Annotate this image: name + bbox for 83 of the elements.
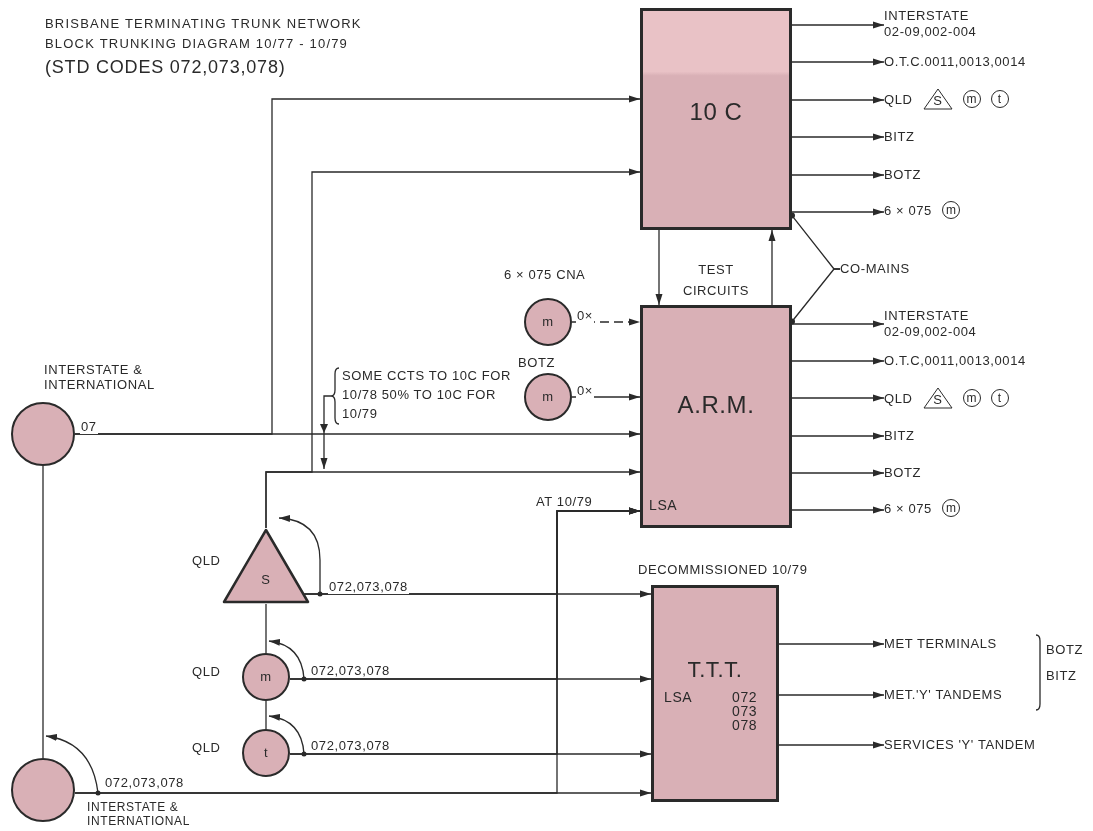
node-caption: BOTZ [518,355,556,370]
arrow [571,393,641,401]
exchange-box [640,8,792,230]
arrow [791,432,885,440]
arrow [791,171,885,179]
arrow [791,133,885,141]
destination-label: 6 × 075 [884,500,932,516]
destination-label: SERVICES 'Y' TANDEM [884,737,1054,753]
arrow [778,741,885,749]
destination-label: INTERSTATE 02-09,002-004 [884,8,979,40]
arrow [74,789,652,797]
triangle-symbol: S [922,88,953,110]
arrow [571,318,641,326]
arrow [655,229,663,306]
exchange-name: 10 C [688,99,744,125]
destination-label: O.T.C,0011,0013,0014 [884,353,1054,369]
destination-label: BITZ [884,129,944,145]
arrow [265,468,641,529]
arrow [791,394,885,402]
edge-label: 072,073,078 [104,776,185,790]
arrow [791,506,885,514]
subtitle: (STD CODES 072,073,078) [45,56,286,78]
destination-label: QLD [884,390,913,406]
code-list: 072 073 078 [732,690,762,732]
arrow [778,640,885,648]
destination-label: BOTZ [884,465,944,481]
node-letter: m [541,389,555,404]
node-heading: INTERSTATE & INTERNATIONAL [87,800,191,828]
arrow [791,208,885,216]
diagram-title: BRISBANE TERMINATING TRUNK NETWORK [45,16,362,31]
arrow [791,469,885,477]
signal-label: BITZ [1046,668,1077,683]
destination-label: 6 × 075 [884,202,932,218]
note-text: TEST CIRCUITS [681,261,751,300]
arrow [74,430,641,438]
edge-label: 07 [80,420,98,434]
arrow [791,58,885,66]
status-note: DECOMMISSIONED 10/79 [638,562,808,577]
node-caption: 6 × 075 CNA [504,267,586,282]
node-letter: m [259,669,273,684]
exchange-name: A.R.M. [676,392,756,418]
exchange-name: T.T.T. [686,658,744,682]
arrow [778,691,885,699]
area-label: LSA [649,498,678,513]
destination-label: MET TERMINALS [884,636,1024,652]
arrow [791,96,885,104]
note-text: SOME CCTS TO 10C FOR 10/78 50% TO 10C FOR 10/79 [342,367,512,423]
exchange-circle [524,373,572,421]
destination-label: BOTZ [884,167,944,183]
edge-label: 072,073,078 [310,664,391,678]
edge-label: 072,073,078 [328,580,409,594]
arrow [791,21,885,29]
destination-label: O.T.C.0011,0013,0014 [884,54,1054,70]
connector-line [265,603,267,654]
triangle-symbol: S [922,387,953,409]
destination-label: QLD [884,91,913,107]
node-letter: m [541,314,555,329]
edge-label: 0× [576,309,595,323]
connector-line [265,700,267,730]
arrow [289,750,652,758]
arrow [791,320,885,328]
destination-label: BITZ [884,428,944,444]
edge-label: 0× [576,384,595,398]
arrow [768,229,776,306]
area-label: QLD [192,740,221,755]
destination-label: MET.'Y' TANDEMS [884,687,1034,703]
area-label: QLD [192,553,221,568]
node-letter: t [262,745,270,760]
subtitle: BLOCK TRUNKING DIAGRAM 10/77 - 10/79 [45,36,349,51]
arrow [289,675,652,683]
edge-label: AT 10/79 [535,495,594,509]
connector-line [42,465,44,759]
signal-label: BOTZ [1046,642,1084,657]
edge-label: 072,073,078 [310,739,391,753]
arrow [303,590,652,598]
area-label: QLD [192,664,221,679]
arrow [791,357,885,365]
exchange-box [640,305,792,528]
destination-label: CO-MAINS [840,261,920,277]
area-label: LSA [664,690,693,705]
destination-label: INTERSTATE 02-09,002-004 [884,308,979,340]
node-heading: INTERSTATE & INTERNATIONAL [44,362,156,392]
node-letter: S [260,572,272,587]
